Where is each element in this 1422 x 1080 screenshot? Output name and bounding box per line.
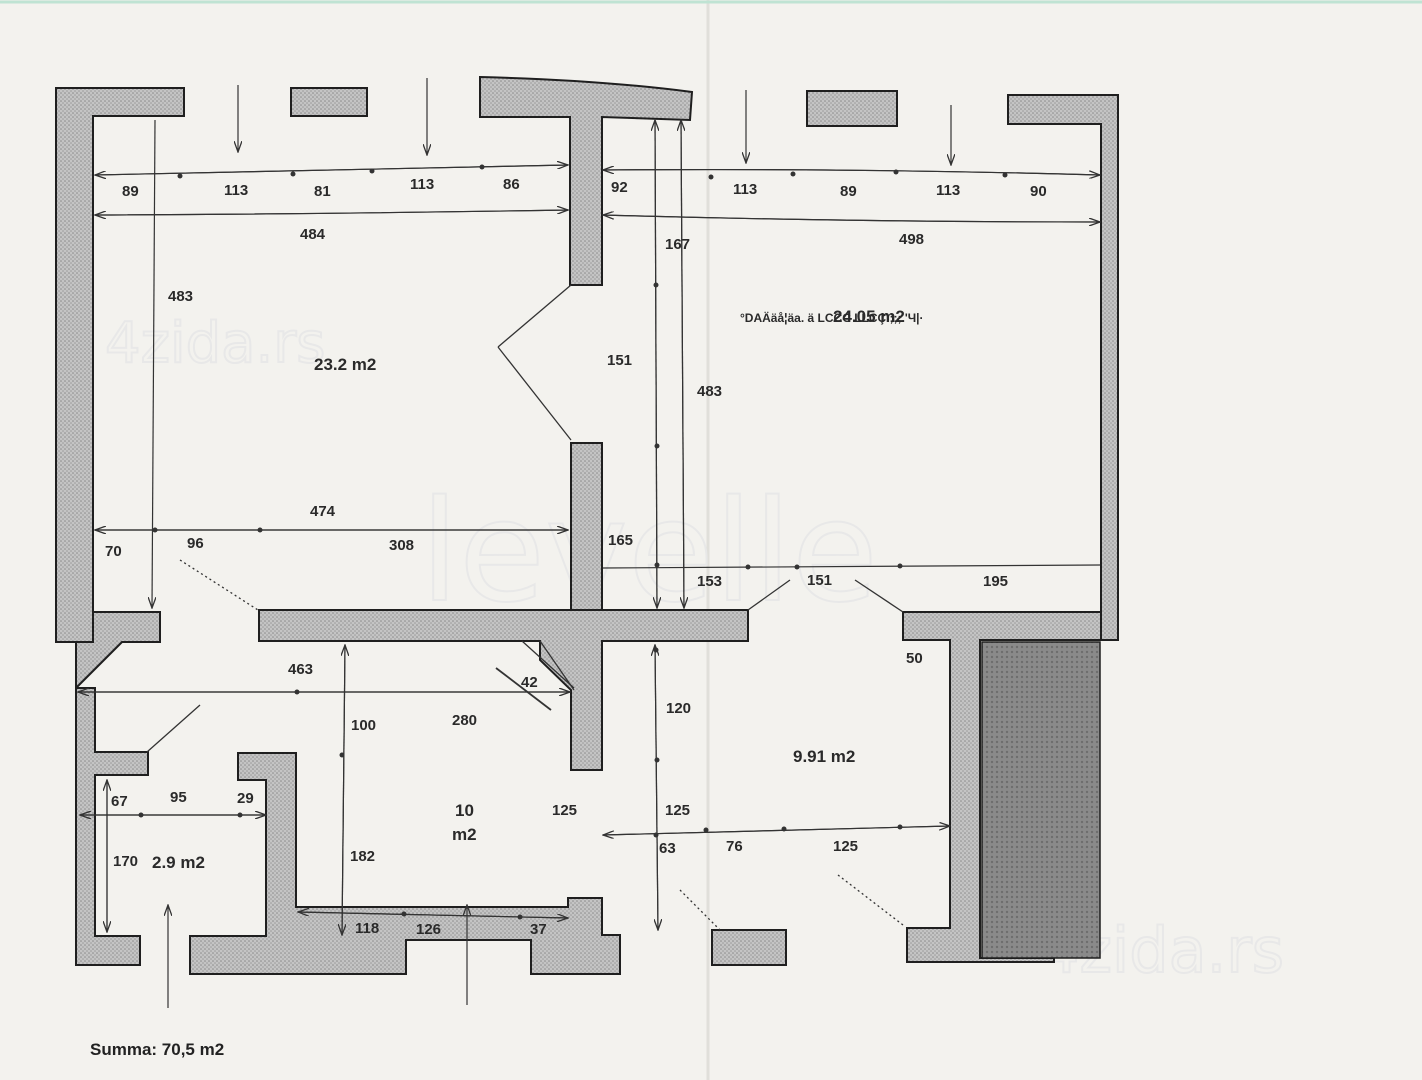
- dimension-label: 50: [906, 650, 923, 667]
- dimension-label: 474: [310, 503, 336, 520]
- dimension-label: 100: [351, 717, 376, 734]
- dimension-label: 182: [350, 848, 375, 865]
- door-swings: [146, 284, 904, 931]
- scan-noise-line: °DAÄäå¦äa. ä LCCC LLCÇ ;;;.'Ч|·: [740, 310, 923, 325]
- wall-t-junction: [479, 75, 694, 286]
- stair-block: [981, 641, 1101, 959]
- dimension-label: 90: [1030, 183, 1047, 200]
- dimension-label: 280: [452, 712, 477, 729]
- dimension-label: 113: [936, 182, 960, 199]
- dimension-label: 96: [187, 535, 204, 552]
- wall-right-lower: [902, 611, 1102, 963]
- dimension-label: 86: [503, 176, 520, 193]
- watermark-4zida-top: 4zida.rs: [105, 311, 325, 376]
- wall-window-pier-2: [806, 90, 898, 127]
- total-area-label: Summa: 70,5 m2: [90, 1040, 225, 1059]
- area-room-b: 24.05 m2: [833, 307, 905, 326]
- dimension-label: 125: [665, 802, 690, 819]
- dimension-label: 165: [608, 532, 633, 549]
- wall-bottom-pier: [711, 929, 787, 966]
- area-room-a: 23.2 m2: [314, 355, 376, 374]
- dimension-label: 170: [113, 853, 138, 870]
- dimension-label: 125: [833, 838, 858, 855]
- dimension-label: 92: [611, 179, 628, 196]
- dimension-label: 67: [111, 793, 128, 810]
- dimension-label: 308: [389, 537, 414, 554]
- dimension-label: 42: [521, 674, 538, 691]
- dimension-labels: 89 113 81 113 86 92 113 89 113 90 484 49…: [105, 176, 1047, 938]
- wall-cross: [258, 609, 749, 771]
- dimension-label: 151: [607, 352, 632, 369]
- dimension-label: 63: [659, 840, 676, 857]
- dimension-label: 29: [237, 790, 254, 807]
- dimension-label: 498: [899, 231, 924, 248]
- dimension-label: 463: [288, 661, 313, 678]
- dimension-label: 89: [840, 183, 857, 200]
- watermark-levelle: levelle: [420, 471, 878, 634]
- dimension-label: 151: [807, 572, 832, 589]
- dimension-lines: [78, 78, 1100, 1008]
- dimension-label: 113: [733, 181, 757, 198]
- dimension-label: 483: [168, 288, 193, 305]
- area-room-c-line1: 10: [455, 801, 474, 820]
- dimension-label: 76: [726, 838, 743, 855]
- dimension-label: 120: [666, 700, 691, 717]
- dimension-ticks: [138, 164, 1008, 920]
- dimension-label: 113: [224, 182, 248, 199]
- dimension-label: 81: [314, 183, 331, 200]
- dimension-label: 37: [530, 921, 547, 938]
- area-room-c-line2: m2: [452, 825, 477, 844]
- dimension-label: 195: [983, 573, 1008, 590]
- dimension-label: 125: [552, 802, 577, 819]
- wall-left-bath: [75, 687, 149, 966]
- dimension-label: 118: [355, 920, 379, 937]
- dimension-label: 126: [416, 921, 441, 938]
- wall-bath-right: [189, 752, 621, 975]
- dimension-label: 483: [697, 383, 722, 400]
- dimension-label: 89: [122, 183, 139, 200]
- dimension-label: 113: [410, 176, 434, 193]
- wall-window-pier-1: [290, 87, 368, 117]
- dimension-label: 70: [105, 543, 122, 560]
- dimension-label: 484: [300, 226, 326, 243]
- wall-left-diag: [75, 611, 161, 691]
- area-room-d: 9.91 m2: [793, 747, 855, 766]
- dimension-label: 95: [170, 789, 187, 806]
- walls: [55, 75, 1119, 975]
- area-room-e: 2.9 m2: [152, 853, 205, 872]
- wall-partition-vertical: [570, 442, 603, 614]
- dimension-label: 167: [665, 236, 690, 253]
- dimension-label: 153: [697, 573, 722, 590]
